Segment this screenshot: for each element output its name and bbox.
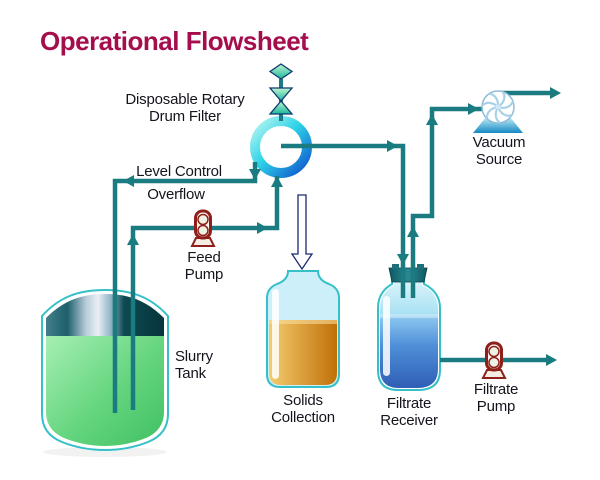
label-slurry-tank: Slurry Tank [175, 348, 213, 382]
vacuum-fan-icon [473, 90, 523, 133]
arrow-into-receiver-down [397, 254, 409, 265]
receiver-highlight [383, 296, 390, 376]
fan-base [473, 117, 523, 133]
label-filtrate-pump: Filtrate Pump [473, 381, 519, 415]
arrow-exhaust-right [550, 87, 561, 99]
label-solids-collection: Solids Collection [271, 392, 335, 426]
flow-arrows [123, 87, 561, 366]
jar-solids-surface [269, 320, 337, 324]
receiver-cap-tab-right [417, 264, 424, 269]
receiver-liquid-surface [380, 314, 438, 318]
label-overflow: Overflow [147, 186, 205, 203]
label-drum-filter: Disposable Rotary Drum Filter [125, 91, 245, 125]
filtrate-pipe [281, 143, 406, 298]
tank-shadow [43, 447, 167, 457]
pump-roller [488, 356, 500, 369]
rotary-drum-filter-icon [250, 116, 312, 190]
arrow-overflow-left [123, 175, 134, 187]
arrow-overflow-down [249, 169, 261, 180]
jar-solids [269, 320, 337, 385]
tank-slurry-liquid [46, 336, 164, 446]
arrow-feed-right [257, 222, 268, 234]
valve-icon [268, 99, 294, 115]
solids-jar-icon [266, 270, 340, 388]
label-feed-pump: Feed Pump [184, 249, 224, 283]
arrow-vacuum-up-low [407, 226, 419, 237]
feed-pump-icon [190, 209, 216, 247]
fan-hub [495, 104, 501, 110]
arrow-feed-up [127, 234, 139, 245]
label-vacuum-source: Vacuum Source [472, 134, 526, 168]
receiver-cap-tab-left [392, 264, 399, 269]
filtrate-receiver-icon [377, 264, 441, 391]
vent-assembly [268, 63, 294, 121]
label-filtrate-receiver: Filtrate Receiver [380, 395, 438, 429]
page-title: Operational Flowsheet [40, 26, 309, 56]
valve-icon [268, 87, 294, 103]
label-level-control: Level Control [136, 163, 222, 180]
pump-roller [197, 213, 209, 226]
jar-highlight [272, 289, 279, 379]
vacuum-pipe [410, 106, 484, 298]
receiver-cap [388, 267, 428, 283]
arrow-into-fan-right [468, 103, 479, 115]
filtrate-pump-icon [481, 341, 507, 379]
pump-roller [197, 224, 209, 237]
pump-roller [488, 345, 500, 358]
arrow-into-drum-up [271, 176, 283, 187]
solids-drop-arrow [290, 194, 314, 271]
slurry-tank-icon [41, 288, 169, 457]
arrow-filtrate-out-right [546, 354, 557, 366]
diamond-port-icon [268, 63, 294, 80]
arrow-vacuum-up-high [426, 114, 438, 125]
arrow-filtrate-right [387, 140, 398, 152]
